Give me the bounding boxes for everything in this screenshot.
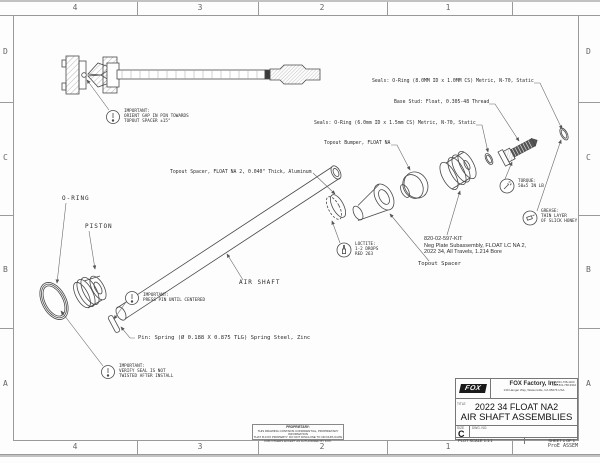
orient-gap-note: IMPORTANT: ORIENT GAP IN PIN TOWARDS TOP…: [124, 109, 189, 124]
company-name: FOX Factory, Inc.: [509, 381, 559, 387]
zone-tick: [387, 441, 388, 454]
zone-label-left: D: [3, 47, 8, 56]
zone-tick: [258, 2, 259, 15]
leader-lines: [55, 79, 563, 367]
zone-label-bottom: 4: [72, 442, 78, 451]
zone-tick: [387, 2, 388, 15]
size-row: SIZE C DWG. NO.: [456, 426, 577, 439]
press-pin-note: IMPORTANT: PRESS PIN UNTIL CENTERED: [143, 293, 206, 303]
zone-tick: [579, 328, 600, 329]
dwg-no-field-label: DWG. NO.: [472, 426, 488, 430]
zone-label-bottom: 2: [319, 442, 325, 451]
torque-wrench-icon: [499, 178, 515, 194]
assembled-shaft-section-view: [61, 55, 321, 95]
topout-spacer-ring-part: [325, 194, 347, 220]
fox-logo: FOX: [459, 384, 487, 393]
zone-label-right: C: [586, 153, 591, 162]
drawing-title-line1: 2022 34 FLOAT NA2: [474, 402, 559, 412]
zone-tick: [0, 328, 13, 329]
important-icon: [106, 110, 120, 124]
loctite-bottle-icon: [336, 242, 352, 258]
piston-label: PISTON: [85, 223, 113, 230]
zone-tick: [579, 215, 600, 216]
company-phone: PH 831-768-1100 FAX 831-768-9342: [552, 380, 576, 388]
size-field-label: SIZE: [457, 426, 465, 430]
zone-label-left: B: [3, 265, 8, 274]
note-symbols: [101, 110, 538, 379]
air-shaft-label: AIR SHAFT: [239, 279, 281, 286]
size-value: C: [458, 429, 465, 439]
zone-tick: [512, 2, 513, 15]
drawing-title-line2: AIR SHAFT ASSEMBLIES: [460, 412, 573, 423]
verify-seal-note: IMPORTANT: VERIFY SEAL IS NOT TWISTED AF…: [119, 364, 174, 379]
sheet-info: SHEET 1 OF 1: [548, 438, 575, 443]
topout-bumper-part: [400, 171, 429, 199]
zone-label-top: 2: [319, 3, 325, 12]
important-icon: [101, 365, 115, 379]
important-icon: [125, 291, 139, 305]
sheet-edge-top: [0, 0, 600, 2]
pin-spring-label: Pin: Spring (Ø 0.188 X 0.875 TLG) Spring…: [138, 335, 311, 341]
topout-spacer-full-label: Topout Spacer, FLOAT NA 2, 0.040" Thick,…: [170, 170, 312, 175]
zone-strip-line: [0, 454, 600, 455]
title-row: TITLE 2022 34 FLOAT NA2 AIR SHAFT ASSEMB…: [456, 402, 577, 426]
air-shaft-part: [115, 165, 342, 321]
plot-scale: PLOT SCALE 1:1:1: [458, 438, 493, 443]
sheet-edge-bottom: [0, 455, 600, 457]
proprietary-heading: PROPRIETARY:: [286, 425, 310, 429]
seals-6mm-label: Seals: O-Ring (6.0mm ID x 1.5mm CS) Metr…: [314, 121, 476, 126]
topout-bumper-label: Topout Bumper, FLOAT NA: [324, 141, 391, 146]
o-ring-label: O-RING: [62, 195, 90, 202]
spring-pin-part: [107, 315, 121, 333]
neg-plate-kit-label: 820-02-597-KIT Neg Plate Subassembly, FL…: [424, 236, 527, 255]
size-cell: SIZE C: [456, 426, 470, 439]
piston-part: [73, 275, 107, 309]
neg-plate-part: [439, 151, 477, 190]
scale-row: PLOT SCALE 1:1:1 SHEET 1 OF 1: [456, 438, 577, 444]
zone-tick: [137, 441, 138, 454]
o-ring-part: [39, 282, 69, 320]
zone-label-right: D: [586, 47, 591, 56]
grease-note: GREASE: THIN LAYER OF SLICK HONEY: [541, 209, 578, 224]
base-stud-part: [497, 137, 538, 167]
company-cell: FOX Factory, Inc. 130 Hangar Way, Watson…: [491, 379, 577, 398]
o-ring-8mm-part: [559, 127, 569, 141]
zone-tick: [137, 2, 138, 15]
zone-label-top: 4: [72, 3, 78, 12]
loctite-note: LOCTITE: 1-2 DROPS RED 263: [355, 242, 379, 257]
zone-tick: [0, 102, 13, 103]
exploded-view: [39, 127, 569, 333]
zone-label-bottom: 1: [445, 442, 451, 451]
zone-label-top: 3: [197, 3, 203, 12]
zone-tick: [258, 441, 259, 454]
topout-spacer-cone-part: [352, 183, 395, 221]
topout-spacer-label: Topout Spacer: [418, 261, 462, 267]
pin-cross-section: [81, 72, 87, 78]
zone-label-bottom: 3: [197, 442, 203, 451]
zone-label-top: 1: [445, 3, 451, 12]
company-address: 130 Hangar Way, Watsonville, CA 95076 US…: [503, 388, 565, 392]
grease-tube-icon: [522, 210, 538, 226]
proprietary-body: THIS DRAWING CONTAINS CONFIDENTIAL, PROP…: [253, 428, 343, 443]
proprietary-notice: PROPRIETARY: THIS DRAWING CONTAINS CONFI…: [252, 424, 344, 442]
zone-tick: [0, 215, 13, 216]
o-ring-6mm-part: [484, 153, 494, 165]
divider: [524, 438, 525, 444]
zone-label-left: C: [3, 153, 8, 162]
zone-label-right: B: [586, 265, 591, 274]
fox-logo-cell: FOX: [456, 379, 491, 398]
zone-tick: [579, 102, 600, 103]
torque-note: TORQUE: 50±5 IN LB: [518, 179, 544, 189]
seals-8mm-label: Seals: O-Ring (8.0MM ID x 1.0MM CS) Metr…: [372, 79, 534, 84]
title-block-header-row: FOX FOX Factory, Inc. 130 Hangar Way, Wa…: [456, 379, 577, 399]
title-block: FOX FOX Factory, Inc. 130 Hangar Way, Wa…: [455, 378, 578, 444]
drawing-frame: [13, 15, 579, 441]
zone-tick: [512, 441, 513, 454]
zone-label-left: A: [3, 379, 8, 388]
base-stud-label: Base Stud: Float, 0.305-48 Thread: [394, 100, 490, 105]
title-field-label: TITLE: [457, 402, 466, 406]
proe-assem-label: ProE ASSEM: [547, 443, 578, 449]
zone-label-right: A: [586, 379, 591, 388]
